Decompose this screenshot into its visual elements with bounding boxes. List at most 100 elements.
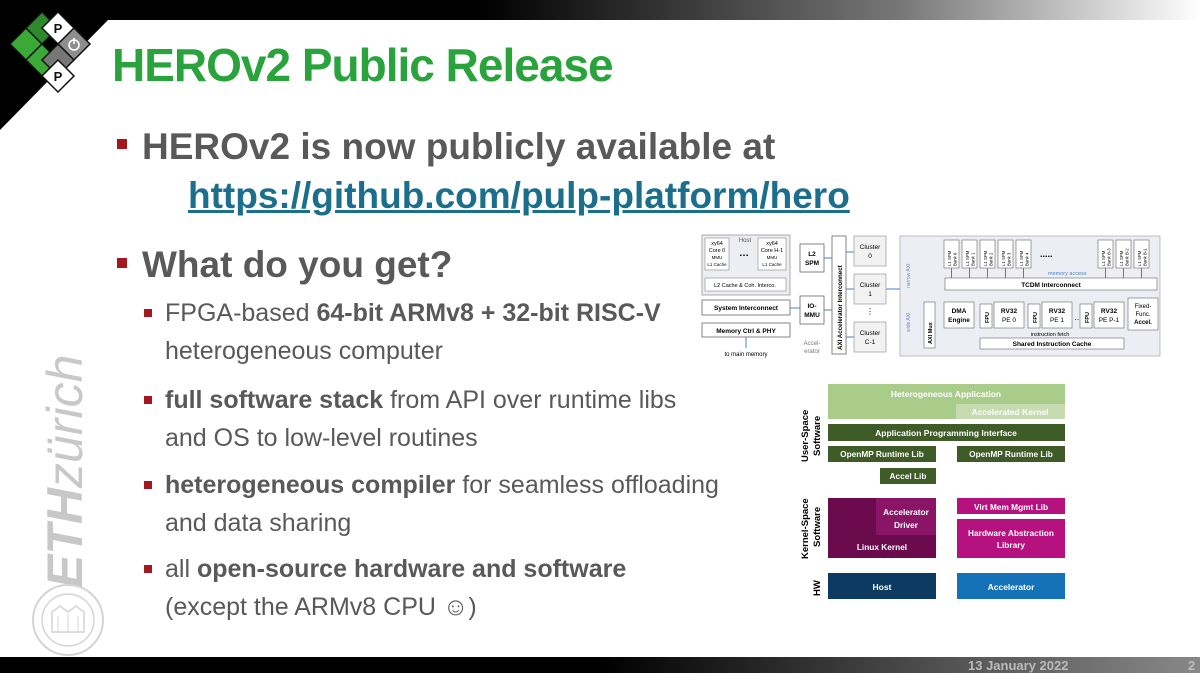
coreh-line4: L1 Cache [762,262,782,267]
pe-group-1: FPU RV32 PE 1 [1027,301,1073,329]
l1-spm-bank-index: Bank 0 [953,252,958,266]
l1-spm-bank-label: L1 SPM [983,250,988,266]
pulp-logo: P P [8,10,92,94]
hero-architecture-diagram: Host xy64 Core 0 MMU L1 Cache … xy64 Cor… [700,232,1162,360]
sub-bullet-fpga-bold: 64-bit ARMv8 + 32-bit RISC-V [316,299,661,327]
pe-group-p: FPU RV32 PE P-1 [1079,301,1125,329]
hal-l1: Hardware Abstraction [968,528,1054,538]
fixed-l2: Func. [1135,312,1150,318]
api-label: Application Programming Interface [875,428,1017,438]
sub-bullet-stack-line2: and OS to low-level routines [165,424,478,452]
l1-spm-bank-index: Bank 4 [1025,252,1030,266]
pep-l2: PE P-1 [1099,317,1120,324]
sub-bullet-fpga-pre: FPGA-based [165,299,317,327]
omp-accel-box [957,446,1065,462]
eth-zurich-logo: ETHzürich [37,355,93,588]
iommu-l2: MMU [804,312,820,319]
sysint-label: System Interconnect [714,305,779,312]
core0-line1: xy64 [711,241,723,247]
cluster-dots: ⋮ [866,307,874,316]
sub-bullet-compiler-line2: and data sharing [165,509,352,537]
narrow-axi-label: narrow AXI [906,264,912,288]
host-core-h [757,237,787,271]
shared-instruction-cache [979,337,1125,350]
sub-bullet-square [144,309,152,317]
l1-spm-bank-index: Bank 3 [1007,252,1012,266]
cluster0-l1: Cluster [860,244,881,251]
l2spm-l1: L2 [808,251,816,258]
instruction-fetch-label: instruction fetch [1031,332,1070,338]
bottom-band [0,657,1200,673]
cluster1-l1: Cluster [860,282,881,289]
cluster1-l2: 1 [868,291,872,298]
tcdm-interconnect [944,277,1158,291]
pe1-l2: PE 1 [1050,317,1064,324]
fpu-1: FPU [1033,312,1039,323]
accel-label-2: erator [804,349,820,355]
host-dots: … [739,248,749,259]
pe1-l1: RV32 [1049,308,1066,315]
l1-spm-bank-label: L1 SPM [1119,250,1124,266]
accel-label-1: Accel- [804,341,821,347]
omp-host-label: OpenMP Runtime Lib [840,449,924,459]
logo-letter-p-bottom: P [54,69,63,84]
acc-kernel-label: Accelerated Kernel [971,407,1048,417]
l1-spm-bank-index: Bank B-1 [1143,248,1148,266]
l1-spm-bank-label: L1 SPM [965,250,970,266]
sub-bullet-compiler-bold: heterogeneous compiler [165,471,456,499]
acc-driver-box [876,498,936,535]
l1-spm-bank-label: L1 SPM [1101,250,1106,266]
sub-bullet-software-stack: full software stack from API over runtim… [165,381,676,457]
host-label: Host [739,238,752,244]
accel-lib-label: Accel Lib [890,471,927,481]
sub-bullet-open-source: all open-source hardware and software (e… [165,550,626,626]
l1-spm-bank-index: Bank B-2 [1125,248,1130,266]
logo-letter-p-top: P [54,21,63,36]
l1-spm-bank-label: L1 SPM [1001,250,1006,266]
acc-driver-l1: Accelerator [883,507,929,517]
core0-line3: MMU [712,255,723,260]
hal-l2: Library [997,540,1026,550]
virt-mem-box [957,498,1065,514]
axi-ic-label: AXI Accelerator Interconnect [837,265,844,350]
github-link[interactable]: https://github.com/pulp-platform/hero [188,175,850,216]
hal-box [957,519,1065,558]
bullet-what-do-you-get: What do you get? [142,244,453,285]
sub-bullet-stack-bold: full software stack [165,386,384,414]
dma-l2: Engine [948,317,970,324]
fixed-l1: Fixed- [1135,304,1152,310]
sub-bullet-stack-post: from API over runtime libs [383,386,677,414]
dma-engine [943,301,975,329]
host-hw-label: Host [873,582,892,592]
sub-bullet-square [144,565,152,573]
sub-bullet-open-bold: open-source hardware and software [196,555,627,583]
coreh-line3: MMU [767,255,778,260]
tcdm-label: TCDM Interconnect [1021,282,1081,289]
clusterc-l1: Cluster [860,330,881,337]
acc-driver-l2: Driver [894,520,919,530]
pe-dots: … [1074,313,1082,322]
l1-spm-bank-index: Bank 1 [971,252,976,266]
fixed-func-accel [1127,297,1159,331]
top-band [0,0,1200,20]
axi-accelerator-interconnect [831,235,847,355]
memctrl-label: Memory Ctrl & PHY [716,328,776,335]
pep-l1: RV32 [1101,308,1118,315]
cluster-c [853,321,887,353]
user-space-label-2: Software [812,416,823,456]
bank-dots: ..... [1040,249,1053,259]
l1-spm-bank-index: Bank 2 [989,252,994,266]
pe0-l1: RV32 [1001,308,1018,315]
cluster-0 [853,235,887,267]
virt-mem-label: Virt Mem Mgmt Lib [974,502,1048,512]
l1-spm-bank-label: L1 SPM [947,250,952,266]
l2cache-label: L2 Cache & Coh. Interco. [714,283,776,289]
logo-diamond-p-bottom [40,58,76,94]
host-core-0 [704,237,730,271]
host-hw-box [828,573,936,599]
sub-bullet-compiler-post: for seamless offloading [455,471,719,499]
pe-group-0: FPU RV32 PE 0 [979,301,1025,329]
hw-label: HW [812,580,823,596]
omp-accel-label: OpenMP Runtime Lib [969,449,1053,459]
svg-text:ETHzürich: ETHzürich [37,355,93,588]
